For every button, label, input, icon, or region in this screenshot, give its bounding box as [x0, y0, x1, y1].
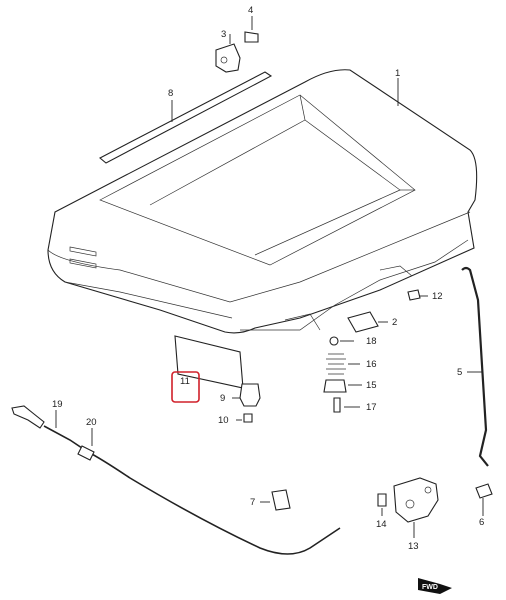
callout-8[interactable]: 8 — [168, 88, 173, 99]
screw-10[interactable] — [243, 413, 253, 423]
callout-4[interactable]: 4 — [248, 5, 253, 16]
callout-11[interactable]: 11 — [180, 376, 190, 387]
bump-stop-9[interactable] — [239, 383, 261, 407]
callout-15[interactable]: 15 — [366, 380, 377, 391]
lock-bolt-14[interactable] — [377, 493, 387, 507]
hood-lock[interactable] — [393, 477, 439, 523]
callout-2[interactable]: 2 — [392, 317, 397, 328]
callout-9[interactable]: 9 — [220, 393, 225, 404]
cable-grommet[interactable] — [77, 445, 95, 461]
callout-1[interactable]: 1 — [395, 68, 400, 79]
callout-13[interactable]: 13 — [408, 541, 419, 552]
clip-12[interactable] — [407, 289, 421, 301]
support-rod[interactable] — [461, 266, 489, 467]
callout-6[interactable]: 6 — [479, 517, 484, 528]
insulator-highlight-box — [171, 371, 200, 403]
callout-19[interactable]: 19 — [52, 399, 63, 410]
stopper-18[interactable] — [329, 336, 339, 346]
hood-hinge[interactable] — [215, 43, 241, 73]
release-handle[interactable] — [11, 405, 45, 429]
callout-12[interactable]: 12 — [432, 291, 443, 302]
rod-grommet[interactable] — [475, 483, 493, 499]
callout-3[interactable]: 3 — [221, 29, 226, 40]
fwd-direction-arrow: FWD — [418, 578, 452, 594]
callout-7[interactable]: 7 — [250, 497, 255, 508]
release-cable[interactable] — [43, 425, 341, 555]
weatherstrip[interactable] — [99, 71, 273, 164]
hinge-bolt[interactable] — [244, 31, 259, 43]
callout-18[interactable]: 18 — [366, 336, 377, 347]
fwd-label: FWD — [422, 584, 438, 591]
callout-10[interactable]: 10 — [218, 415, 229, 426]
hood-panel[interactable] — [47, 69, 478, 334]
lock-bracket[interactable] — [347, 311, 379, 333]
callout-14[interactable]: 14 — [376, 519, 387, 530]
callout-5[interactable]: 5 — [457, 367, 462, 378]
cushion-15[interactable] — [323, 379, 347, 393]
spring-16[interactable] — [326, 353, 346, 375]
callout-16[interactable]: 16 — [366, 359, 377, 370]
screw-17[interactable] — [333, 397, 341, 413]
callout-17[interactable]: 17 — [366, 402, 377, 413]
callout-20[interactable]: 20 — [86, 417, 97, 428]
cable-clamp[interactable] — [271, 489, 291, 511]
